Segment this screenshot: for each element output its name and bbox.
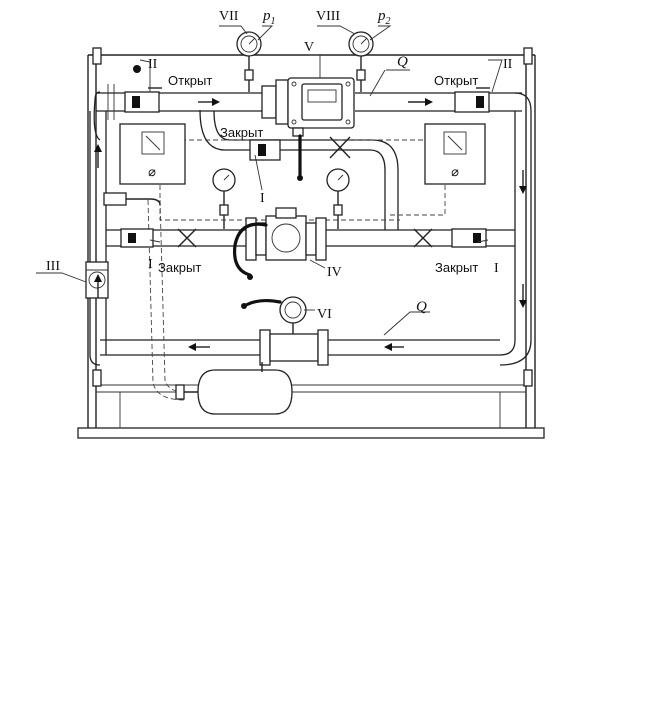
flow-arrow-icon — [94, 98, 527, 351]
gauge-p2-id-label: VIII — [316, 9, 340, 24]
pressure-gauge-p1 — [236, 31, 262, 92]
shutoff-cross-bypass — [329, 136, 351, 159]
ball-valve-top-right — [454, 87, 490, 113]
right-riser-pipe — [499, 92, 532, 366]
svg-text:⌀: ⌀ — [148, 164, 156, 179]
panel-instrument-right: ⌀ — [424, 123, 486, 185]
left-riser-pipe — [89, 111, 107, 366]
gauge-p2-symbol: p2 — [377, 8, 391, 27]
flow-q-bottom-label: Q — [416, 299, 427, 315]
shutoff-cross-left — [177, 228, 197, 248]
pressure-gauge-p2 — [348, 31, 374, 92]
shutoff-cross-right — [413, 228, 433, 248]
ball-valve-mid-bypass — [249, 139, 281, 161]
pressure-gauge-mid-right — [326, 168, 350, 229]
meter-iv-id-label: IV — [327, 265, 342, 280]
flowmeter-vi — [241, 296, 329, 366]
panel-instrument-left: ⌀ — [119, 123, 186, 185]
valve-right-state-label: Закрыт — [435, 260, 478, 275]
valve-top-right-id-label: II — [503, 57, 513, 72]
svg-text:⌀: ⌀ — [451, 164, 459, 179]
flow-q-top-label: Q — [397, 54, 408, 70]
valve-top-left-state-label: Открыт — [168, 73, 212, 88]
valve-right-id-label: I — [494, 261, 499, 276]
meter-vi-id-label: VI — [317, 307, 332, 322]
valve-left-state-label: Закрыт — [158, 260, 201, 275]
control-box-v — [261, 77, 355, 181]
valve-top-right-state-label: Открыт — [434, 73, 478, 88]
ball-valve-mid-left — [120, 228, 154, 248]
ball-valve-top-left — [124, 87, 162, 113]
left-riser-fittings — [103, 192, 161, 206]
gauge-p1-symbol: p1 — [262, 8, 276, 27]
pressure-gauge-mid-left — [212, 168, 236, 229]
pressure-tank — [175, 362, 293, 415]
valve-top-left-id-label: II — [148, 57, 158, 72]
marker-dot — [133, 65, 141, 73]
valve-mid-state-label: Закрыт — [220, 125, 263, 140]
check-valve-id-label: III — [46, 259, 60, 274]
ball-valve-mid-right — [451, 228, 487, 248]
stand-frame — [77, 47, 545, 439]
valve-mid-id-label: I — [260, 191, 265, 206]
valve-left-id-label: I — [148, 257, 153, 272]
leader-lines — [36, 25, 503, 336]
gauge-p1-id-label: VII — [219, 9, 239, 24]
controller-id-label: V — [304, 40, 314, 55]
flowmeter-iv — [232, 207, 327, 280]
